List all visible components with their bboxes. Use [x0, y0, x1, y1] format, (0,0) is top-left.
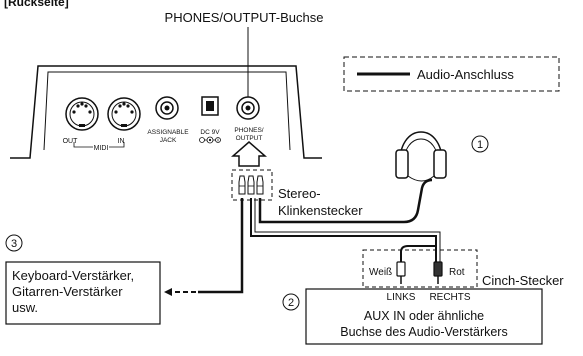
phones-output-jack — [236, 96, 260, 120]
midi-out-label: OUT — [63, 138, 79, 145]
marker-3-text: 3 — [11, 238, 17, 250]
midi-in-label: IN — [118, 138, 125, 145]
keyboard-amp-box — [5, 261, 161, 325]
cinch-plug-label: Cinch-Stecker — [482, 273, 564, 288]
marker-2-text: 2 — [288, 297, 294, 309]
red-label: Rot — [449, 267, 465, 278]
marker-2 — [282, 293, 300, 311]
aux-in-line1: AUX IN oder ähnliche — [364, 309, 484, 323]
left-label: LINKS — [387, 292, 416, 303]
marker-1 — [471, 135, 489, 153]
insert-arrow-icon — [231, 141, 267, 167]
dc-polarity-icon — [199, 136, 221, 144]
cinch-cable-outer — [250, 198, 437, 262]
stereo-plug-label-line2: Klinkenstecker — [278, 203, 363, 218]
aux-in-box — [305, 288, 543, 345]
cinch-plug-white-icon — [396, 261, 406, 284]
phones-label-line1: PHONES/ — [234, 127, 263, 134]
midi-in-port — [107, 97, 141, 131]
midi-out-port — [65, 97, 99, 131]
legend-label: Audio-Anschluss — [417, 67, 514, 82]
cinch-split-cable — [400, 245, 436, 262]
dc-9v-jack — [201, 96, 219, 116]
keyboard-amp-line2: Gitarren-Verstärker — [12, 284, 123, 299]
assignable-label-line1: ASSIGNABLE — [147, 129, 189, 136]
phones-label-line2: OUTPUT — [236, 135, 263, 142]
legend: Audio-Anschluss — [343, 56, 560, 92]
cinch-plug-box — [362, 249, 478, 288]
white-label: Weiß — [369, 267, 392, 278]
cinch-plug-red-icon — [433, 261, 443, 284]
midi-label: MIDI — [94, 145, 109, 152]
keyboard-amp-line3: usw. — [12, 300, 38, 315]
headphones-icon — [395, 131, 447, 182]
phones-output-socket-label: PHONES/OUTPUT-Buchse — [165, 10, 324, 25]
marker-1-text: 1 — [477, 139, 483, 151]
stereo-plug-label-line1: Stereo- — [278, 186, 321, 201]
headphone-cable — [258, 178, 433, 224]
midi-bracket — [73, 142, 125, 148]
header-fragment: [Rückseite] — [4, 0, 69, 9]
cinch-cable-inner — [254, 198, 441, 262]
assignable-label-line2: JACK — [160, 137, 177, 144]
assignable-jack — [155, 96, 179, 120]
right-label: RECHTS — [429, 292, 470, 303]
aux-in-line2: Buchse des Audio-Verstärkers — [340, 325, 507, 339]
dc-label: DC 9V — [200, 129, 220, 136]
stereo-plugs-icon — [238, 175, 264, 195]
amp-arrow-icon — [164, 288, 172, 296]
keyboard-amp-line1: Keyboard-Verstärker, — [12, 268, 134, 283]
amp-cable — [198, 198, 244, 294]
marker-3 — [5, 234, 23, 252]
rear-panel — [10, 65, 322, 159]
